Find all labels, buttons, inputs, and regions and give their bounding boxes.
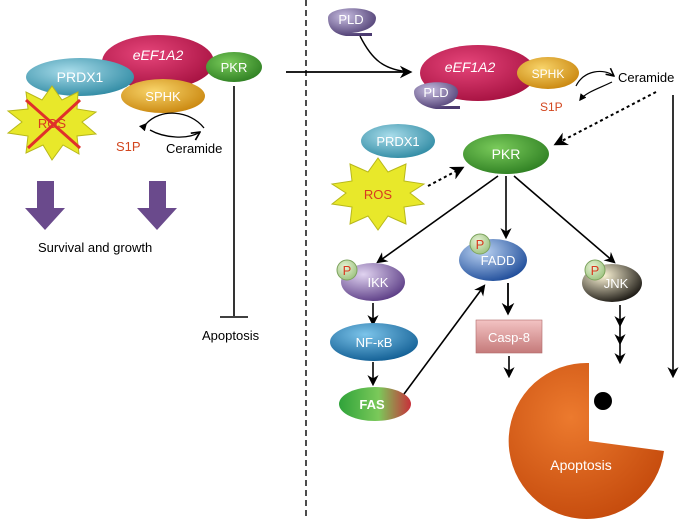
apoptosis-label-right: Apoptosis	[550, 457, 611, 473]
ros-star-right	[330, 157, 426, 231]
fadd-label: FADD	[481, 253, 516, 268]
eef1a2-label-left: eEF1A2	[133, 47, 184, 63]
pld-complex-label: PLD	[423, 85, 448, 100]
pkr-node-left	[206, 52, 262, 82]
prdx1-label-left: PRDX1	[57, 69, 104, 85]
survival-label: Survival and growth	[38, 240, 152, 255]
nfkb-node	[330, 323, 418, 361]
s1p-label-left: S1P	[116, 139, 141, 154]
casp8-label: Casp-8	[488, 330, 530, 345]
ceramide-to-pkr-dotted-arrow	[553, 91, 657, 146]
prdx1-label-right: PRDX1	[376, 134, 419, 149]
pkr-to-jnk-arrow	[513, 175, 616, 264]
jnk-label: JNK	[604, 276, 629, 291]
jnk-phospho-label: P	[591, 263, 600, 278]
apoptosis-pacman	[508, 362, 664, 519]
ikk-phospho-label: P	[343, 263, 352, 278]
sphk-cycle-arrow-upper	[575, 71, 614, 87]
ros-to-pkr-dotted-arrow	[427, 166, 465, 187]
ros-cross-line-2	[26, 98, 82, 150]
ros-label-right: ROS	[364, 187, 393, 202]
pkr-to-ikk-arrow	[376, 175, 499, 264]
fadd-phospho-badge	[469, 233, 491, 255]
prdx1-node-left	[26, 58, 134, 96]
fas-node	[339, 387, 411, 421]
s1p-ceramide-cycle-arrow-upper	[138, 112, 205, 132]
sphk-label-left: SPHK	[145, 89, 181, 104]
sphk-cycle-arrow-lower	[579, 81, 613, 102]
sphk-node-right	[517, 57, 579, 89]
nfkb-label: NF-κB	[356, 335, 393, 350]
ikk-label: IKK	[368, 275, 389, 290]
survival-arrow-2	[137, 181, 177, 230]
s1p-ceramide-cycle-arrow-lower	[149, 129, 200, 137]
fas-to-fadd-arrow	[403, 284, 486, 395]
survival-arrow-1	[25, 181, 65, 230]
ceramide-label-right: Ceramide	[618, 70, 674, 85]
sphk-label-right: SPHK	[532, 67, 565, 81]
jnk-phospho-badge	[584, 259, 606, 281]
pkr-label-left: PKR	[221, 60, 248, 75]
apoptosis-label-left: Apoptosis	[202, 328, 260, 343]
casp8-node	[475, 319, 543, 354]
ceramide-label-left: Ceramide	[166, 141, 222, 156]
pld-top-label: PLD	[338, 12, 363, 27]
prdx1-node-right	[361, 124, 435, 158]
pld-complex-node	[414, 82, 460, 109]
sphk-node-left	[121, 79, 205, 113]
pld-to-complex-arrow	[359, 35, 411, 73]
ikk-phospho-badge	[336, 259, 358, 281]
s1p-label-right: S1P	[540, 100, 563, 114]
fadd-phospho-label: P	[476, 237, 485, 252]
pld-top-node	[328, 8, 376, 36]
pkr-node-right	[463, 134, 549, 174]
apoptosis-pacman-eye	[594, 392, 612, 410]
fas-label: FAS	[359, 397, 385, 412]
eef1a2-label-right: eEF1A2	[445, 59, 496, 75]
pkr-label-right: PKR	[492, 146, 521, 162]
